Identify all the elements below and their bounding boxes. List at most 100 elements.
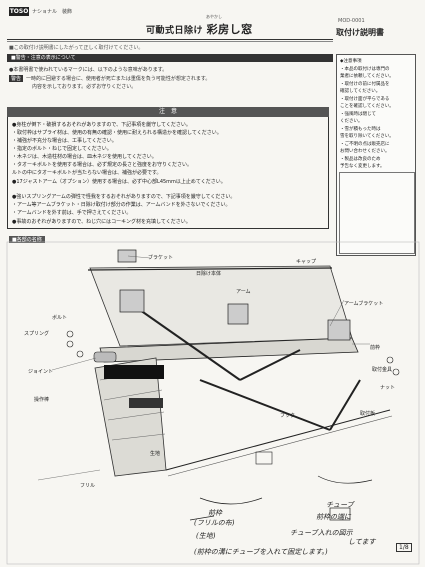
roller-cap [93,351,117,363]
part-label: ボルト [52,315,68,321]
part-label: ナット [380,385,396,391]
title-ruby: あやかし [206,14,222,19]
right-note-line: 雪を取り除いてください。 [340,134,394,139]
leader-line [51,357,97,371]
redacted-block [104,365,164,379]
right-sub-box [339,172,415,254]
handwritten-note: (前枠の溝にチューブを入れて固定します。) [194,548,328,556]
caution-line: ・指定のボルト・ねじで固定してください。 [12,146,112,152]
right-note-line: ・製品は改良のため [340,157,381,162]
leader-line [127,255,151,259]
diagram-frame [6,241,420,565]
right-note-line: ・取付け面が平らである [340,97,390,102]
right-note-line: 確認してください。 [340,89,381,94]
arm-left [139,309,241,381]
leader-line [329,299,345,327]
caution-line: ●17ジャストアーム（オプション）使用する場合は、必ず中心部L45mm以上止めて… [12,179,226,185]
part-label: スプリング [24,331,50,337]
valance-line [103,389,163,401]
part-label: フック [280,413,296,419]
part-label: 取付板 [360,411,376,417]
hand-sketch [199,497,263,505]
model-label: MOD-0001 [338,18,365,24]
handwritten-note: チューブ入れの図示 [290,529,353,537]
header-rule-thin [7,41,333,42]
wall-bracket-left [119,289,145,313]
part-label: キャップ [296,259,317,265]
caution-line: ●身柱が倒下・破損するおそれがありますので、下記事項を厳守してください。 [12,122,191,128]
handwritten-note: チューブ [326,501,354,509]
caution-line: ルトの中にタオーキボルトが当たらない場合は、補強が必要です。 [12,170,162,176]
page-title: 可動式日除け 彩房し窓 [146,21,253,37]
arm-right [199,379,331,431]
screw-part [392,368,400,376]
diagram-title: ■各部の名称 [9,236,45,243]
part-label: 日除け本体 [196,271,222,277]
valance-line [107,411,165,421]
part-label: 生地 [150,451,161,457]
handwritten-note: (フリルの布) [194,519,235,527]
right-note-line: 業者に依頼してください。 [340,74,394,79]
right-note-line: ・強風時は閉じて [340,112,376,117]
wall-bracket-right [327,319,351,341]
handwritten-note: してます [348,538,376,546]
caution-line: ●事故のおそれがありますので、ねじ穴にはコーキング材を充填してください。 [12,219,191,225]
right-notes-column [336,54,416,256]
handwritten-note: (生地) [196,532,216,540]
caution-line: ・補強が不充分な場合は、工事してください。 [12,138,117,144]
part-label: 操作棒 [34,397,50,403]
arm-left-elbow [239,349,301,381]
part-label: 取付金具 [372,367,393,373]
warning-tag: 警告 [9,75,24,82]
leader-line [37,469,101,481]
brand-logo: TOSO [9,7,29,16]
warning-line: ●本書明書で使われているマークには、以下のような意味があります。 [9,67,168,73]
title-main: 彩房し窓 [206,23,253,36]
top-bracket [117,249,137,263]
warning-line: 警告一時的に回避する場合に、使用者が死亡または重傷を負う可能性が想定されます。 [9,75,210,82]
hand-sketch-box [329,507,351,521]
detail-box [255,451,273,465]
hand-sketch [189,515,215,521]
right-note-line: ・ご不明の点は販売店に [340,142,390,147]
arm-right-elbow [329,379,361,431]
header-rule [7,39,333,40]
caution-line: ●強いスプリングアームの弾性で怪我をするおそれがありますので、下記事項を厳守して… [12,194,236,200]
caution-band: 注 意 [7,107,329,117]
awning-exploded-diagram [6,241,420,565]
wall-bracket-mid [227,303,249,325]
screw-part [386,356,394,364]
warning-line-text: 一時的に回避する場合に、使用者が死亡または重傷を負う可能性が想定されます。 [26,76,211,82]
warning-line: 内容を示しております。必ずお守りください。 [32,84,137,90]
part-label: ジョイント [28,369,54,375]
caution-line: ・取付枠はサプライ材は、使用の有無の確認・使用に耐えられる構造かを確認してくださ… [12,130,222,136]
right-note-line: ・雪が積もった時は [340,127,381,132]
screw-part [66,330,74,338]
right-note-line: ください。 [340,119,363,124]
part-label: ブラケット [148,255,174,261]
title-prefix: 可動式日除け [146,26,204,36]
right-note-line: ・本品の取付けは専門の [340,67,390,72]
part-label: フリル [80,483,96,489]
handwritten-note: 前枠 [208,509,222,517]
redacted-block [129,398,163,408]
doc-type: 取付け説明書 [336,28,384,37]
right-note-line: ことを確認してください。 [340,104,394,109]
base-line [165,409,391,471]
caution-line: ・アームバンドを外す前は、手で押さえてください。 [12,210,132,216]
part-label: アーム [236,289,251,295]
warning-band: ■警告・注意の表示について [7,54,333,62]
part-label: アームブラケット [344,301,384,307]
page-number: 1/8 [396,543,412,552]
valance-line [111,433,166,441]
screw-part [66,340,74,348]
back-rail [87,267,333,271]
brand-subtitle: ナショナル 装飾 [32,9,73,15]
caution-line: ・アーム等アームブラケット・日除け取付け部分の作業は、アームバンドを外さないでく… [12,202,231,208]
intro-text: ■この取付け説明書にしたがって正しく取付けてください。 [9,45,144,51]
caution-line: ・木ネジは、木造柱材の場合は、皿木ネジを使用してください。 [12,154,157,160]
right-note-line: 予告なく変更します。 [340,164,385,169]
hand-sketch [317,475,373,484]
right-note-line: お問い合わせください。 [340,149,390,154]
